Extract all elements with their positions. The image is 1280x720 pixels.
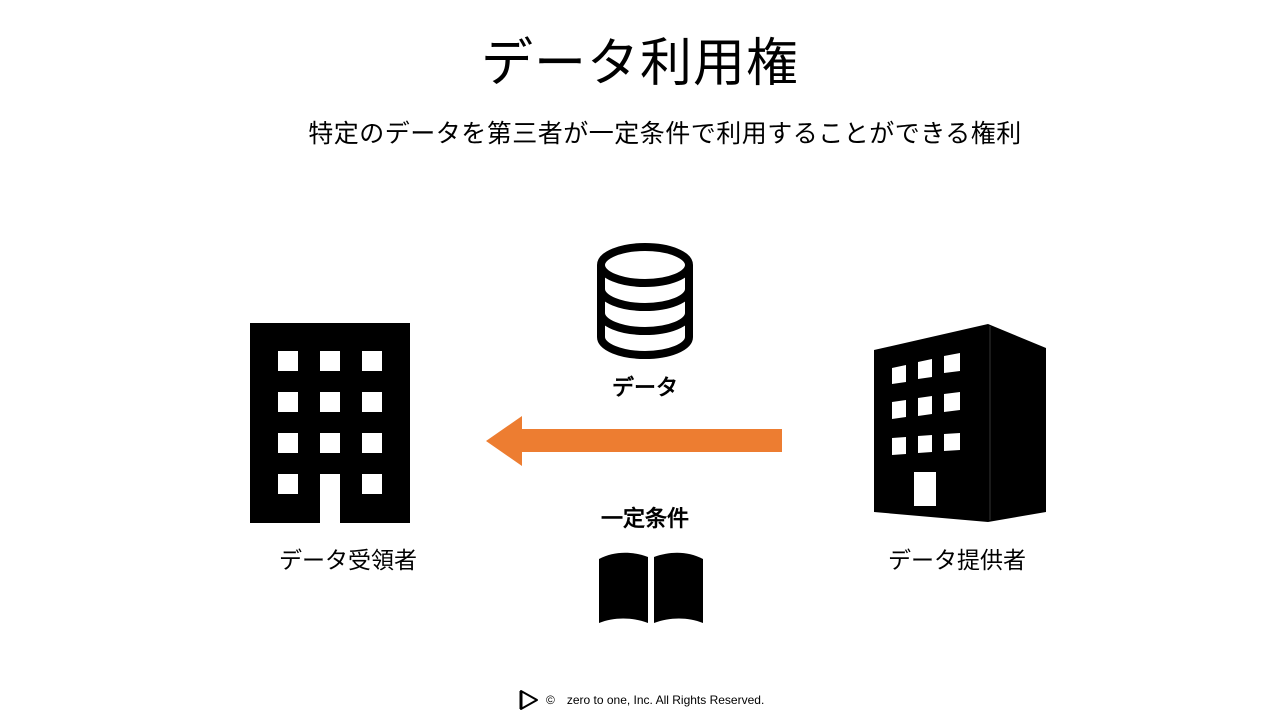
arrow-left-icon <box>486 416 782 466</box>
data-label: データ <box>611 376 678 401</box>
condition-label: 一定条件 <box>600 507 689 532</box>
arrow-shape <box>486 416 782 466</box>
slide-subtitle: 特定のデータを第三者が一定条件で利用することができる権利 <box>308 119 1022 148</box>
provider-label: データ提供者 <box>888 548 1026 574</box>
footer: © zero to one, Inc. All Rights Reserved. <box>518 688 764 712</box>
book-open-icon <box>599 552 703 623</box>
office-building-3d-icon <box>874 324 1046 522</box>
copyright-symbol: © <box>546 693 555 707</box>
database-icon <box>597 243 693 360</box>
office-building-icon <box>250 323 410 523</box>
slide-title: データ利用権 <box>480 34 799 94</box>
copyright-text: zero to one, Inc. All Rights Reserved. <box>566 693 765 707</box>
play-logo-icon <box>519 690 538 710</box>
receiver-label: データ受領者 <box>279 548 417 574</box>
